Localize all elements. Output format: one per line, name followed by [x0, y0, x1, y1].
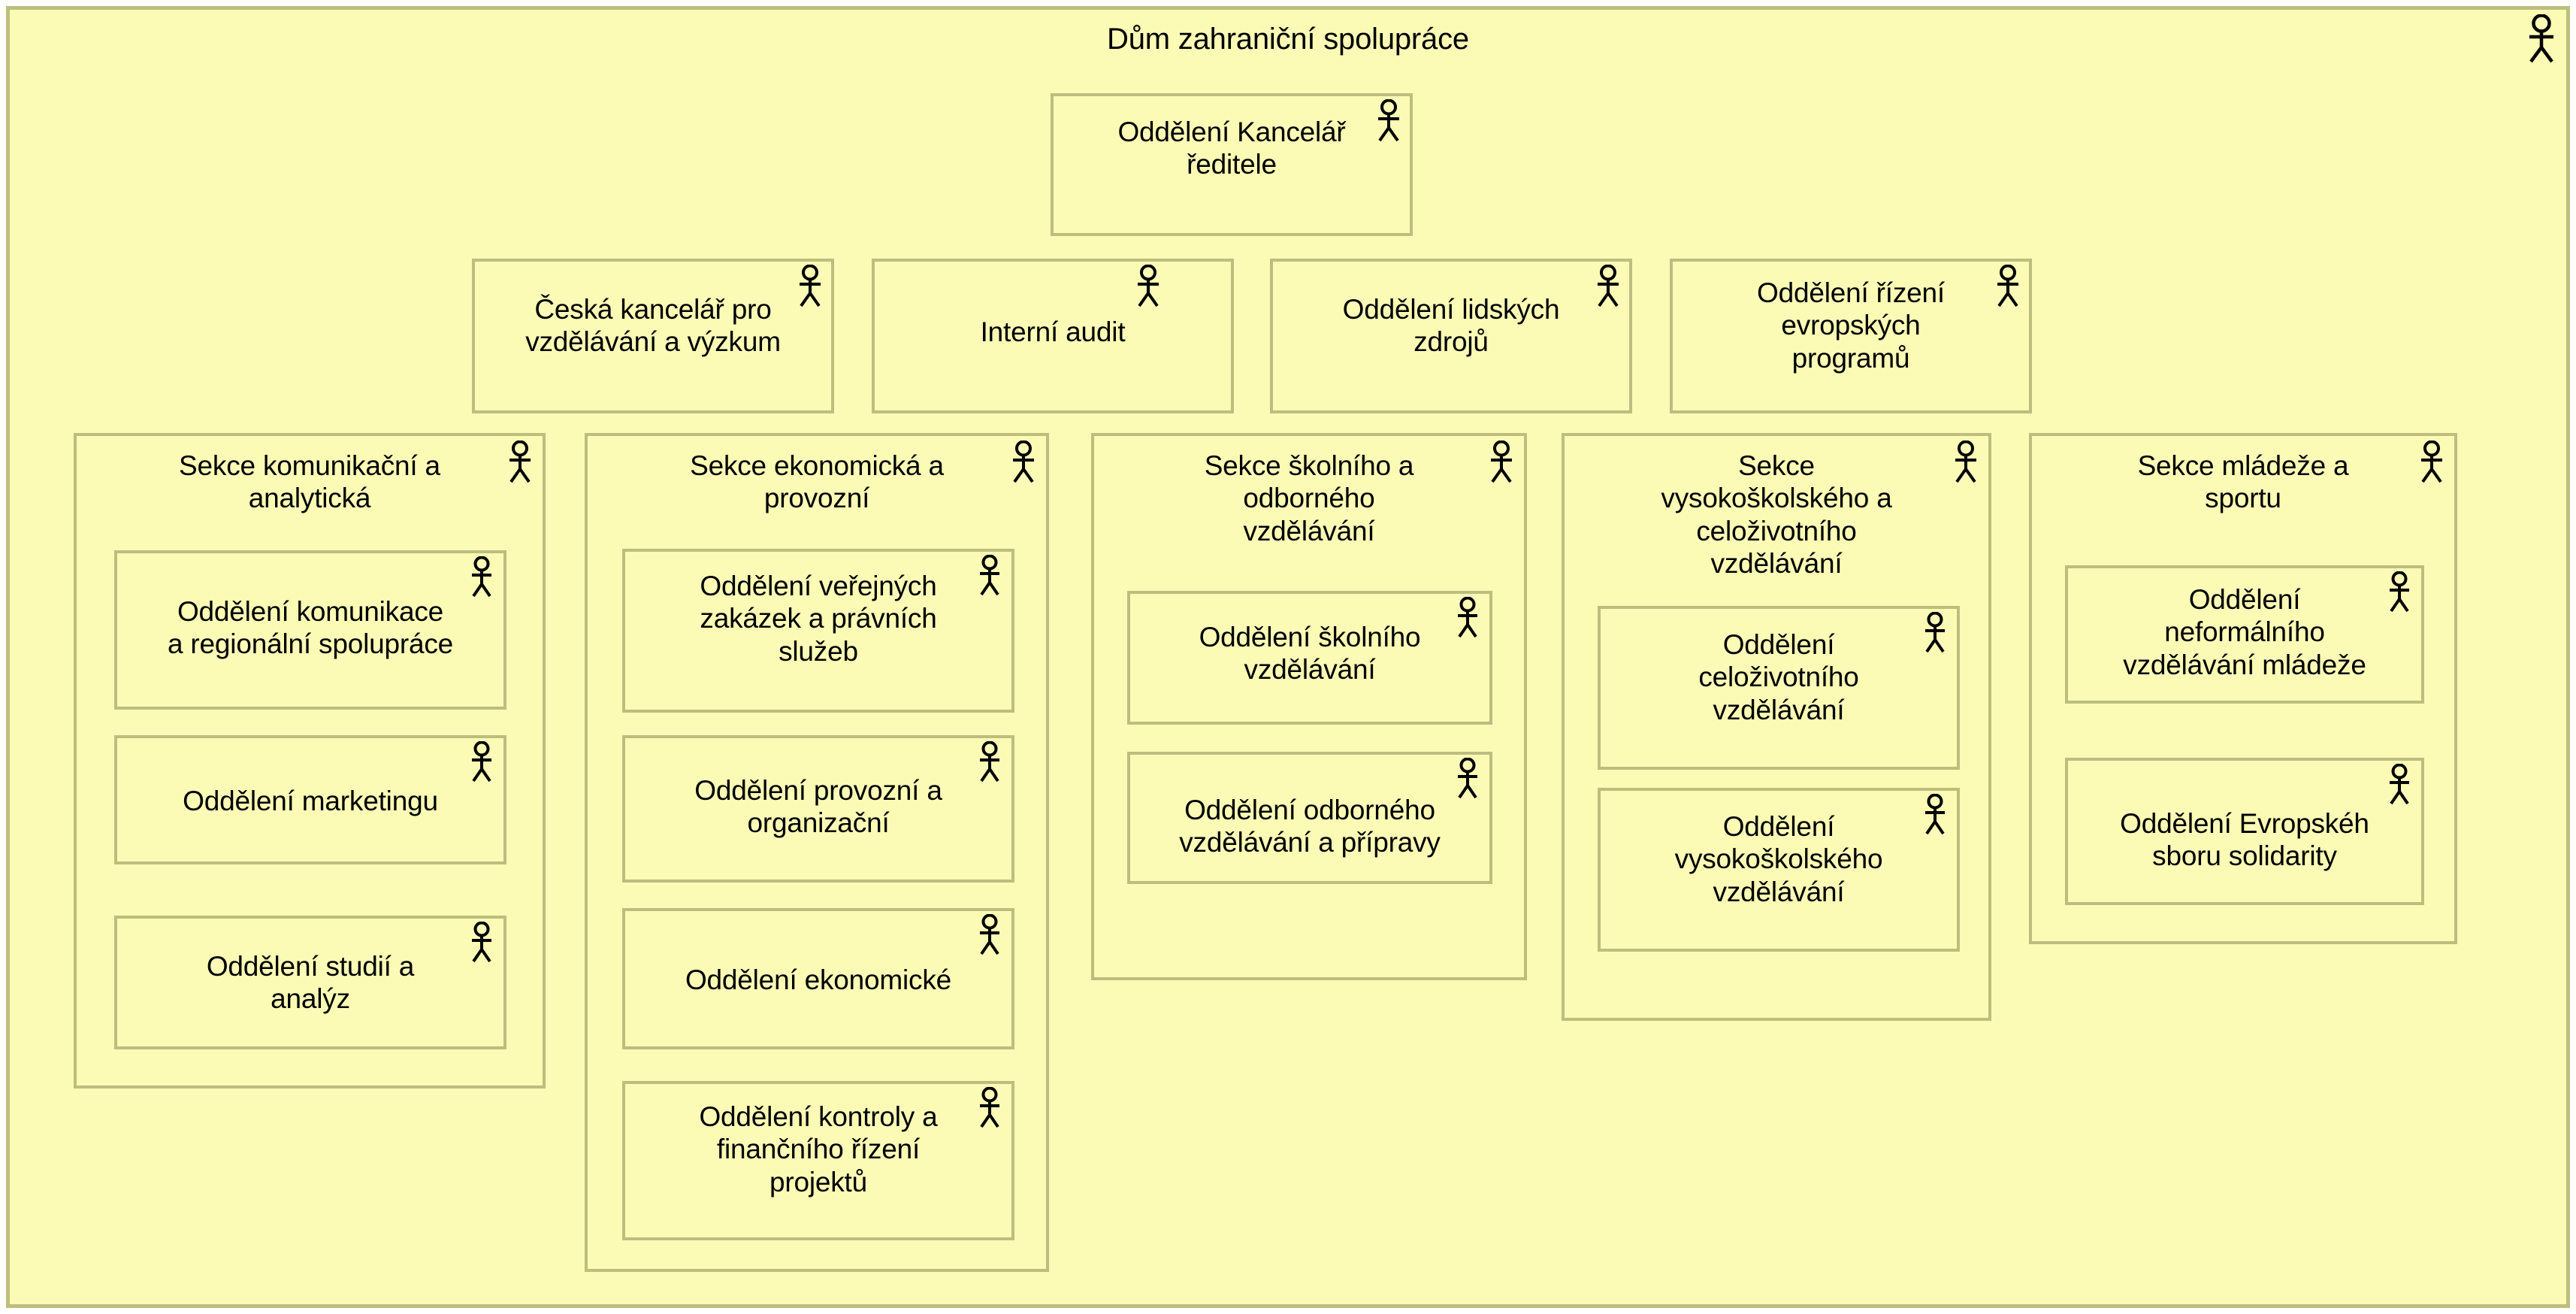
department-label: Oddělení školního vzdělávání — [1199, 622, 1421, 686]
staff-unit-label: Interní audit — [980, 316, 1126, 347]
staff-unit-box-3[interactable]: Oddělení řízení evropských programů — [1670, 259, 2032, 413]
department-box-1-2[interactable]: Oddělení ekonomické — [622, 908, 1014, 1049]
department-box-3-0[interactable]: Oddělení celoživotního vzdělávání — [1598, 606, 1960, 770]
actor-icon — [2385, 764, 2414, 806]
director-office-box[interactable]: Oddělení Kancelář ředitele — [1051, 93, 1413, 236]
staff-unit-box-2[interactable]: Oddělení lidských zdrojů — [1270, 259, 1632, 413]
department-box-4-0[interactable]: Oddělení neformálního vzdělávání mládeže — [2065, 565, 2424, 704]
director-office-label: Oddělení Kancelář ředitele — [1117, 117, 1346, 180]
department-label: Oddělení vysokoškolského vzdělávání — [1674, 811, 1883, 907]
section-label: Sekce mládeže a sportu — [2137, 450, 2349, 514]
staff-unit-box-0[interactable]: Česká kancelář pro vzdělávání a výzkum — [472, 259, 834, 413]
section-label: Sekce ekonomická a provozní — [690, 450, 944, 514]
department-box-2-0[interactable]: Oddělení školního vzdělávání — [1127, 591, 1492, 725]
department-box-1-1[interactable]: Oddělení provozní a organizační — [622, 735, 1014, 883]
actor-icon — [467, 741, 496, 783]
department-box-1-0[interactable]: Oddělení veřejných zakázek a právních sl… — [622, 549, 1014, 713]
staff-unit-label: Oddělení řízení evropských programů — [1757, 277, 1945, 374]
actor-icon — [467, 556, 496, 598]
department-box-3-1[interactable]: Oddělení vysokoškolského vzdělávání — [1598, 788, 1960, 952]
staff-unit-label: Oddělení lidských zdrojů — [1342, 294, 1560, 358]
department-label: Oddělení celoživotního vzdělávání — [1698, 629, 1859, 725]
department-label: Oddělení odborného vzdělávání a přípravy — [1179, 795, 1441, 858]
section-label: Sekce komunikační a analytická — [179, 450, 440, 514]
department-box-2-1[interactable]: Oddělení odborného vzdělávání a přípravy — [1127, 752, 1492, 884]
department-label: Oddělení Evropskéh sboru solidarity — [2120, 808, 2369, 872]
section-label: Sekce školního a odborného vzdělávání — [1204, 450, 1414, 546]
staff-unit-label: Česká kancelář pro vzdělávání a výzkum — [525, 294, 781, 358]
department-box-1-3[interactable]: Oddělení kontroly a finančního řízení pr… — [622, 1081, 1014, 1240]
department-label: Oddělení komunikace a regionální spolupr… — [167, 596, 454, 660]
department-label: Oddělení veřejných zakázek a právních sl… — [700, 571, 937, 667]
department-label: Oddělení studií a analýz — [206, 951, 415, 1015]
department-label: Oddělení ekonomické — [685, 964, 952, 995]
department-box-0-2[interactable]: Oddělení studií a analýz — [114, 916, 506, 1049]
department-label: Oddělení marketingu — [183, 786, 438, 816]
actor-icon — [975, 914, 1004, 956]
department-label: Oddělení provozní a organizační — [694, 775, 942, 839]
actor-icon — [1133, 265, 1163, 308]
diagram-title: Dům zahraniční spolupráce — [1107, 23, 1469, 56]
department-label: Oddělení neformálního vzdělávání mládeže — [2123, 584, 2366, 680]
department-label: Oddělení kontroly a finančního řízení pr… — [699, 1101, 938, 1197]
section-label: Sekce vysokoškolského a celoživotního vz… — [1661, 450, 1892, 579]
department-box-4-1[interactable]: Oddělení Evropskéh sboru solidarity — [2065, 758, 2424, 905]
staff-unit-box-1[interactable]: Interní audit — [872, 259, 1234, 413]
department-box-0-0[interactable]: Oddělení komunikace a regionální spolupr… — [114, 550, 506, 710]
department-box-0-1[interactable]: Oddělení marketingu — [114, 735, 506, 864]
